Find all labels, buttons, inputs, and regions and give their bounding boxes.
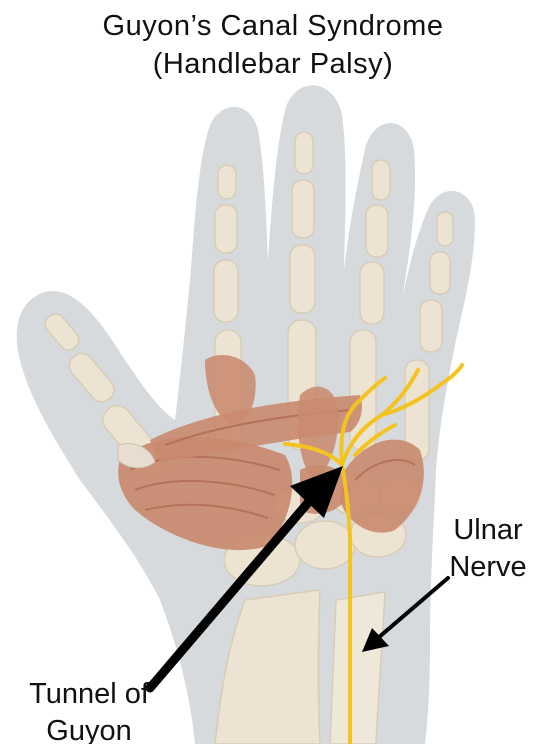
ulnar-nerve-label-line2: Nerve bbox=[430, 549, 546, 586]
forearm-bones bbox=[215, 590, 385, 744]
title-line-2: (Handlebar Palsy) bbox=[0, 48, 546, 81]
tunnel-label-line1: Tunnel of bbox=[0, 676, 178, 713]
tunnel-of-guyon-label: Tunnel of Guyon bbox=[0, 676, 178, 744]
tunnel-label-line2: Guyon bbox=[0, 713, 178, 744]
ulnar-nerve-label-line1: Ulnar bbox=[430, 512, 546, 549]
ulnar-nerve-label: Ulnar Nerve bbox=[430, 512, 546, 586]
title-line-1: Guyon’s Canal Syndrome bbox=[0, 10, 546, 43]
